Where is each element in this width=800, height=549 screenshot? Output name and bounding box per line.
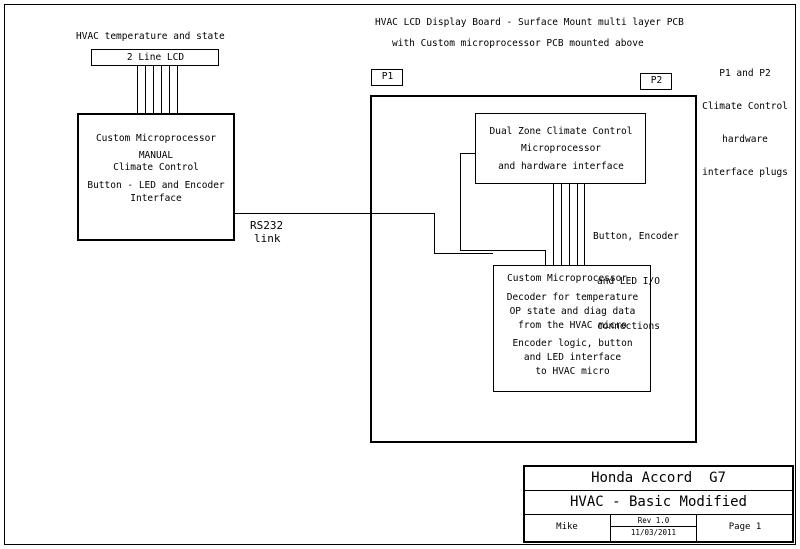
dual-zone-line3: and hardware interface (498, 161, 624, 172)
custom-micro-line: to HVAC micro (535, 366, 610, 377)
rs232-label: RS232 (250, 219, 284, 232)
title-block-page: Page 1 (728, 522, 762, 532)
board-title-2: with Custom microprocessor PCB mounted a… (392, 38, 644, 49)
p1-label: P1 (381, 71, 394, 82)
title-block-title: Honda Accord G7 (591, 470, 726, 486)
left-micro-line4: Interface (130, 193, 182, 204)
custom-micro-box (493, 265, 651, 392)
custom-micro-line: OP state and diag data (509, 306, 636, 317)
plugs-note-line: P1 and P2 (719, 68, 771, 79)
io-note-line: connections (597, 321, 660, 332)
custom-micro-title: Custom Microprocessor (507, 273, 628, 284)
lcd-label: 2 Line LCD (126, 52, 185, 63)
rs232-link-line (234, 213, 493, 254)
left-micro-line3: Button - LED and Encoder (87, 180, 225, 191)
left-micro-line2: Climate Control (113, 162, 199, 173)
left-micro-line1: MANUAL (138, 150, 174, 161)
link-label: link (254, 232, 281, 245)
dual-zone-line1: Dual Zone Climate Control (489, 126, 633, 137)
lcd-bus (137, 66, 178, 114)
display-board-box (370, 95, 697, 443)
io-bus (553, 184, 585, 265)
lcd-box (91, 49, 219, 66)
title-block-rev: Rev 1.0 (637, 516, 670, 525)
board-title-1: HVAC LCD Display Board - Surface Mount m… (375, 17, 684, 28)
dual-zone-feedback-line (460, 153, 546, 265)
io-note-line: and LED I/O (597, 276, 660, 287)
top-left-caption: HVAC temperature and state (76, 31, 225, 42)
title-block (523, 465, 794, 543)
io-note-line: Button, Encoder (593, 231, 679, 242)
p1-tag-box (371, 69, 403, 86)
title-block-author: Mike (556, 522, 578, 532)
left-micro-box (77, 113, 235, 241)
custom-micro-line: Decoder for temperature (506, 292, 639, 303)
title-block-date: 11/03/2011 (630, 528, 677, 537)
dual-zone-line2: Microprocessor (520, 143, 602, 154)
io-note: Button, Encoder and LED I/O connections (593, 199, 679, 349)
custom-micro-line: and LED interface (523, 352, 622, 363)
plugs-note-line: Climate Control (702, 101, 788, 112)
p2-tag-box (640, 73, 672, 90)
plugs-note-line: interface plugs (702, 167, 788, 178)
title-block-subtitle: HVAC - Basic Modified (569, 494, 747, 510)
dual-zone-box (475, 113, 646, 184)
drawing-border (4, 4, 796, 545)
custom-micro-line: Encoder logic, button (512, 338, 633, 349)
left-micro-title: Custom Microprocessor (95, 133, 217, 144)
plugs-note: P1 and P2 Climate Control hardware inter… (690, 46, 800, 189)
p2-label: P2 (650, 75, 663, 86)
plugs-note-line: hardware (722, 134, 768, 145)
custom-micro-line: from the HVAC micro (518, 320, 627, 331)
